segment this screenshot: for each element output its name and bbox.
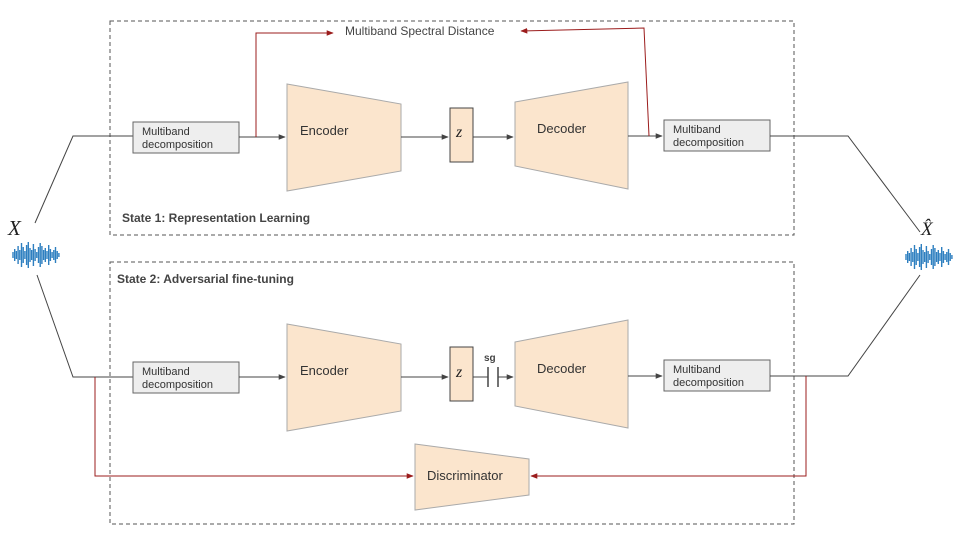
stage1-decoder xyxy=(514,81,629,190)
stage2-input-line xyxy=(36,274,133,378)
stage2-decoder-label: Decoder xyxy=(537,361,587,376)
stage2-encoder xyxy=(286,323,402,432)
stage1-latent-box xyxy=(449,107,474,163)
stage1-mb-out-label-2: decomposition xyxy=(673,137,744,149)
output-waveform xyxy=(905,244,953,270)
stage2-latent-box xyxy=(449,346,474,402)
stage2-mb-out-label-2: decomposition xyxy=(673,377,744,389)
stage1-encoder xyxy=(286,83,402,192)
disc-real-arrow xyxy=(94,377,414,479)
stage1-container xyxy=(109,20,795,236)
stage1-latent-label: z xyxy=(455,124,463,141)
stage2-output-line xyxy=(770,274,921,377)
stage2-latent-label: z xyxy=(455,364,463,381)
stage1-mb-out-label-1: Multiband xyxy=(673,124,721,136)
input-symbol: X xyxy=(7,216,22,240)
stage2-decoder xyxy=(514,319,629,429)
stage1-input-line xyxy=(34,135,133,224)
stage1-decoder-label: Decoder xyxy=(537,121,587,136)
stage1-mb-in-label-2: decomposition xyxy=(142,139,213,151)
output-symbol: X̂ xyxy=(920,219,934,240)
stage1-title: State 1: Representation Learning xyxy=(122,211,310,225)
stage2-mb-in-label-1: Multiband xyxy=(142,366,190,378)
stage2-mb-in-label-2: decomposition xyxy=(142,379,213,391)
loss-label: Multiband Spectral Distance xyxy=(345,24,495,38)
stage2-title: State 2: Adversarial fine-tuning xyxy=(117,272,294,286)
stage1-output-line xyxy=(770,135,921,233)
stop-grad-label: sg xyxy=(484,353,496,364)
stage2-mb-out-box xyxy=(663,359,771,392)
stage2-mb-out-label-1: Multiband xyxy=(673,364,721,376)
stage2-encoder-label: Encoder xyxy=(300,363,349,378)
loss-arrow-left xyxy=(255,30,334,137)
stage2-mb-in-box xyxy=(132,361,240,394)
disc-fake-arrow xyxy=(530,376,807,479)
stage1-mb-out-box xyxy=(663,119,771,152)
loss-arrow-right xyxy=(520,27,650,137)
input-waveform xyxy=(12,242,60,268)
discriminator-label: Discriminator xyxy=(427,468,504,483)
stage1-mb-in-label-1: Multiband xyxy=(142,126,190,138)
stage2-container xyxy=(109,261,795,525)
stage1-encoder-label: Encoder xyxy=(300,123,349,138)
discriminator xyxy=(414,443,530,511)
stage1-mb-in-box xyxy=(132,121,240,154)
